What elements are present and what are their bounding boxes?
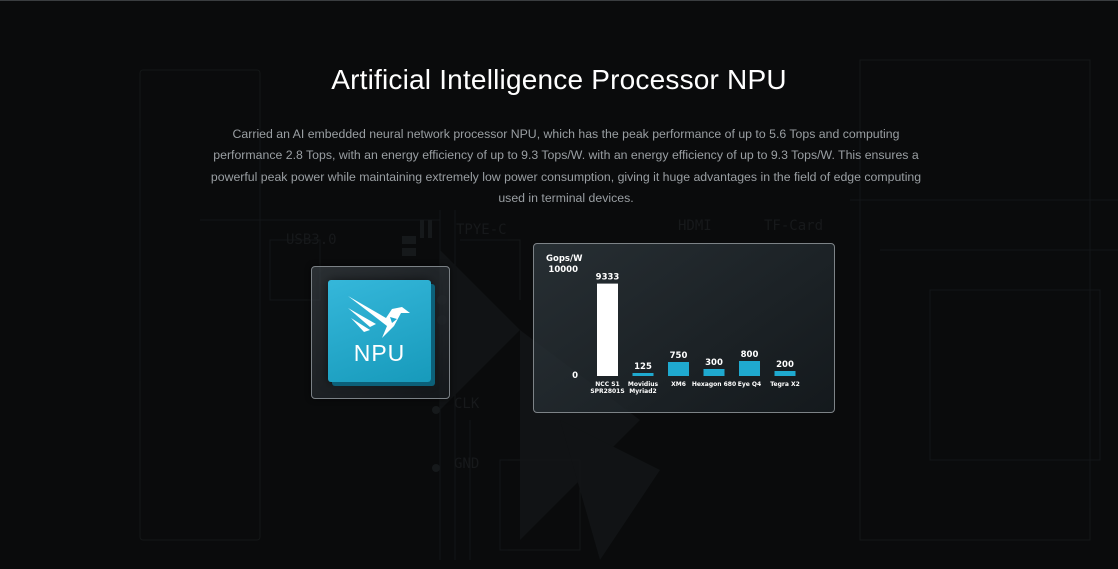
bar-4 bbox=[739, 361, 760, 376]
silk-typec-label: TPYE-C bbox=[456, 222, 507, 238]
category-label-2-0: XM6 bbox=[671, 381, 686, 388]
bar-2 bbox=[668, 362, 689, 376]
category-label-1-0: Movidius bbox=[628, 381, 659, 388]
bar-value-label-4: 800 bbox=[741, 350, 759, 360]
category-label-0-1: SPR2801S bbox=[590, 388, 624, 395]
npu-chip-label: NPU bbox=[353, 340, 406, 366]
page-title: Artificial Intelligence Processor NPU bbox=[331, 64, 787, 95]
bar-value-label-0: 9333 bbox=[596, 273, 620, 283]
category-label-1-1: Myriad2 bbox=[629, 388, 656, 395]
npu-chip: NPU bbox=[328, 280, 431, 382]
y-axis-label: Gops/W bbox=[546, 254, 583, 264]
y-tick-zero: 0 bbox=[572, 371, 578, 381]
silk-clk-label: CLK bbox=[454, 396, 480, 412]
bar-value-label-1: 125 bbox=[634, 362, 652, 372]
bar-value-label-2: 750 bbox=[670, 351, 688, 361]
bird-wing-icon bbox=[348, 296, 410, 338]
silk-gnd-label: GND bbox=[454, 456, 479, 472]
bar-3 bbox=[703, 369, 725, 376]
bar-value-label-3: 300 bbox=[705, 358, 723, 368]
category-label-4-0: Eye Q4 bbox=[738, 381, 761, 388]
bar-0 bbox=[597, 283, 618, 376]
bar-1 bbox=[632, 373, 654, 376]
category-label-5-0: Tegra X2 bbox=[770, 381, 800, 388]
category-label-0-0: NCC S1 bbox=[595, 381, 619, 388]
bar-value-label-5: 200 bbox=[776, 360, 794, 370]
silk-usb-label: USB3.0 bbox=[286, 232, 337, 248]
page-description: Carried an AI embedded neural network pr… bbox=[210, 127, 922, 205]
silk-hdmi-label: HDMI bbox=[678, 218, 712, 234]
bar-5 bbox=[774, 371, 796, 376]
y-tick-top: 10000 bbox=[548, 265, 578, 275]
category-label-3-0: Hexagon 680 bbox=[692, 381, 736, 388]
top-divider bbox=[0, 0, 1118, 1]
silk-tfcard-label: TF-Card bbox=[764, 218, 823, 234]
